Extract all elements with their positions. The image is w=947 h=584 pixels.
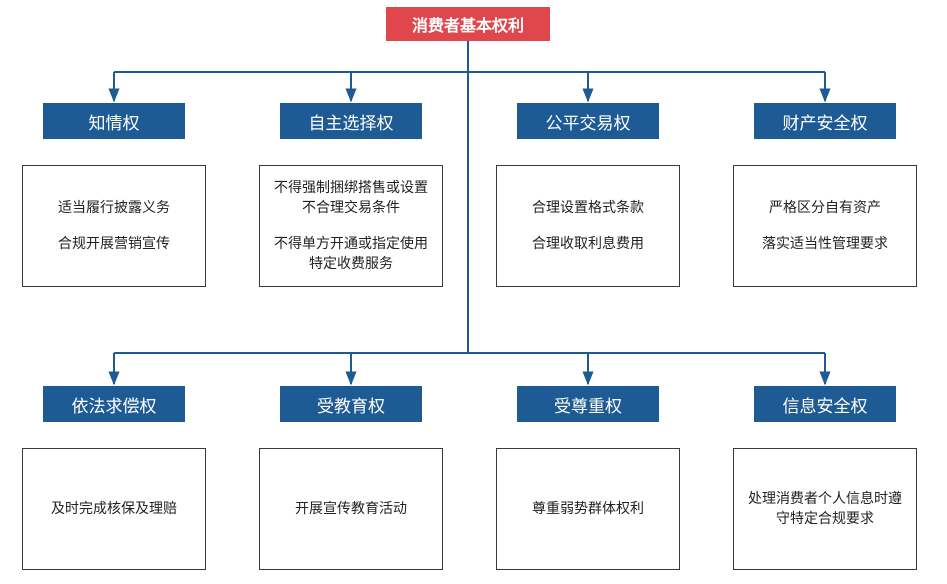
right-detail-0: 适当履行披露义务 合规开展营销宣传 <box>22 165 206 287</box>
detail-item: 尊重弱势群体权利 <box>532 501 644 517</box>
detail-item: 落实适当性管理要求 <box>762 236 888 252</box>
detail-item: 不得单方开通或指定使用特定收费服务 <box>274 236 428 272</box>
detail-item: 合理收取利息费用 <box>532 236 644 252</box>
right-node-6: 受尊重权 <box>517 386 659 422</box>
root-node: 消费者基本权利 <box>386 7 550 41</box>
right-detail-5: 开展宣传教育活动 <box>259 448 443 570</box>
right-detail-3: 严格区分自有资产 落实适当性管理要求 <box>733 165 917 287</box>
right-detail-4: 及时完成核保及理赔 <box>22 448 206 570</box>
detail-item: 不得强制捆绑搭售或设置不合理交易条件 <box>274 180 428 216</box>
detail-item: 处理消费者个人信息时遵守特定合规要求 <box>748 491 902 527</box>
right-node-7: 信息安全权 <box>754 386 896 422</box>
right-detail-7: 处理消费者个人信息时遵守特定合规要求 <box>733 448 917 570</box>
detail-item: 合规开展营销宣传 <box>58 236 170 252</box>
detail-item: 适当履行披露义务 <box>58 200 170 216</box>
detail-item: 及时完成核保及理赔 <box>51 501 177 517</box>
right-node-1: 自主选择权 <box>280 103 422 139</box>
right-node-3: 财产安全权 <box>754 103 896 139</box>
right-detail-6: 尊重弱势群体权利 <box>496 448 680 570</box>
right-detail-1: 不得强制捆绑搭售或设置不合理交易条件 不得单方开通或指定使用特定收费服务 <box>259 165 443 287</box>
right-node-2: 公平交易权 <box>517 103 659 139</box>
detail-item: 开展宣传教育活动 <box>295 501 407 517</box>
detail-item: 严格区分自有资产 <box>769 200 881 216</box>
detail-item: 合理设置格式条款 <box>532 200 644 216</box>
right-node-4: 依法求偿权 <box>43 386 185 422</box>
right-node-5: 受教育权 <box>280 386 422 422</box>
right-node-0: 知情权 <box>43 103 185 139</box>
right-detail-2: 合理设置格式条款 合理收取利息费用 <box>496 165 680 287</box>
